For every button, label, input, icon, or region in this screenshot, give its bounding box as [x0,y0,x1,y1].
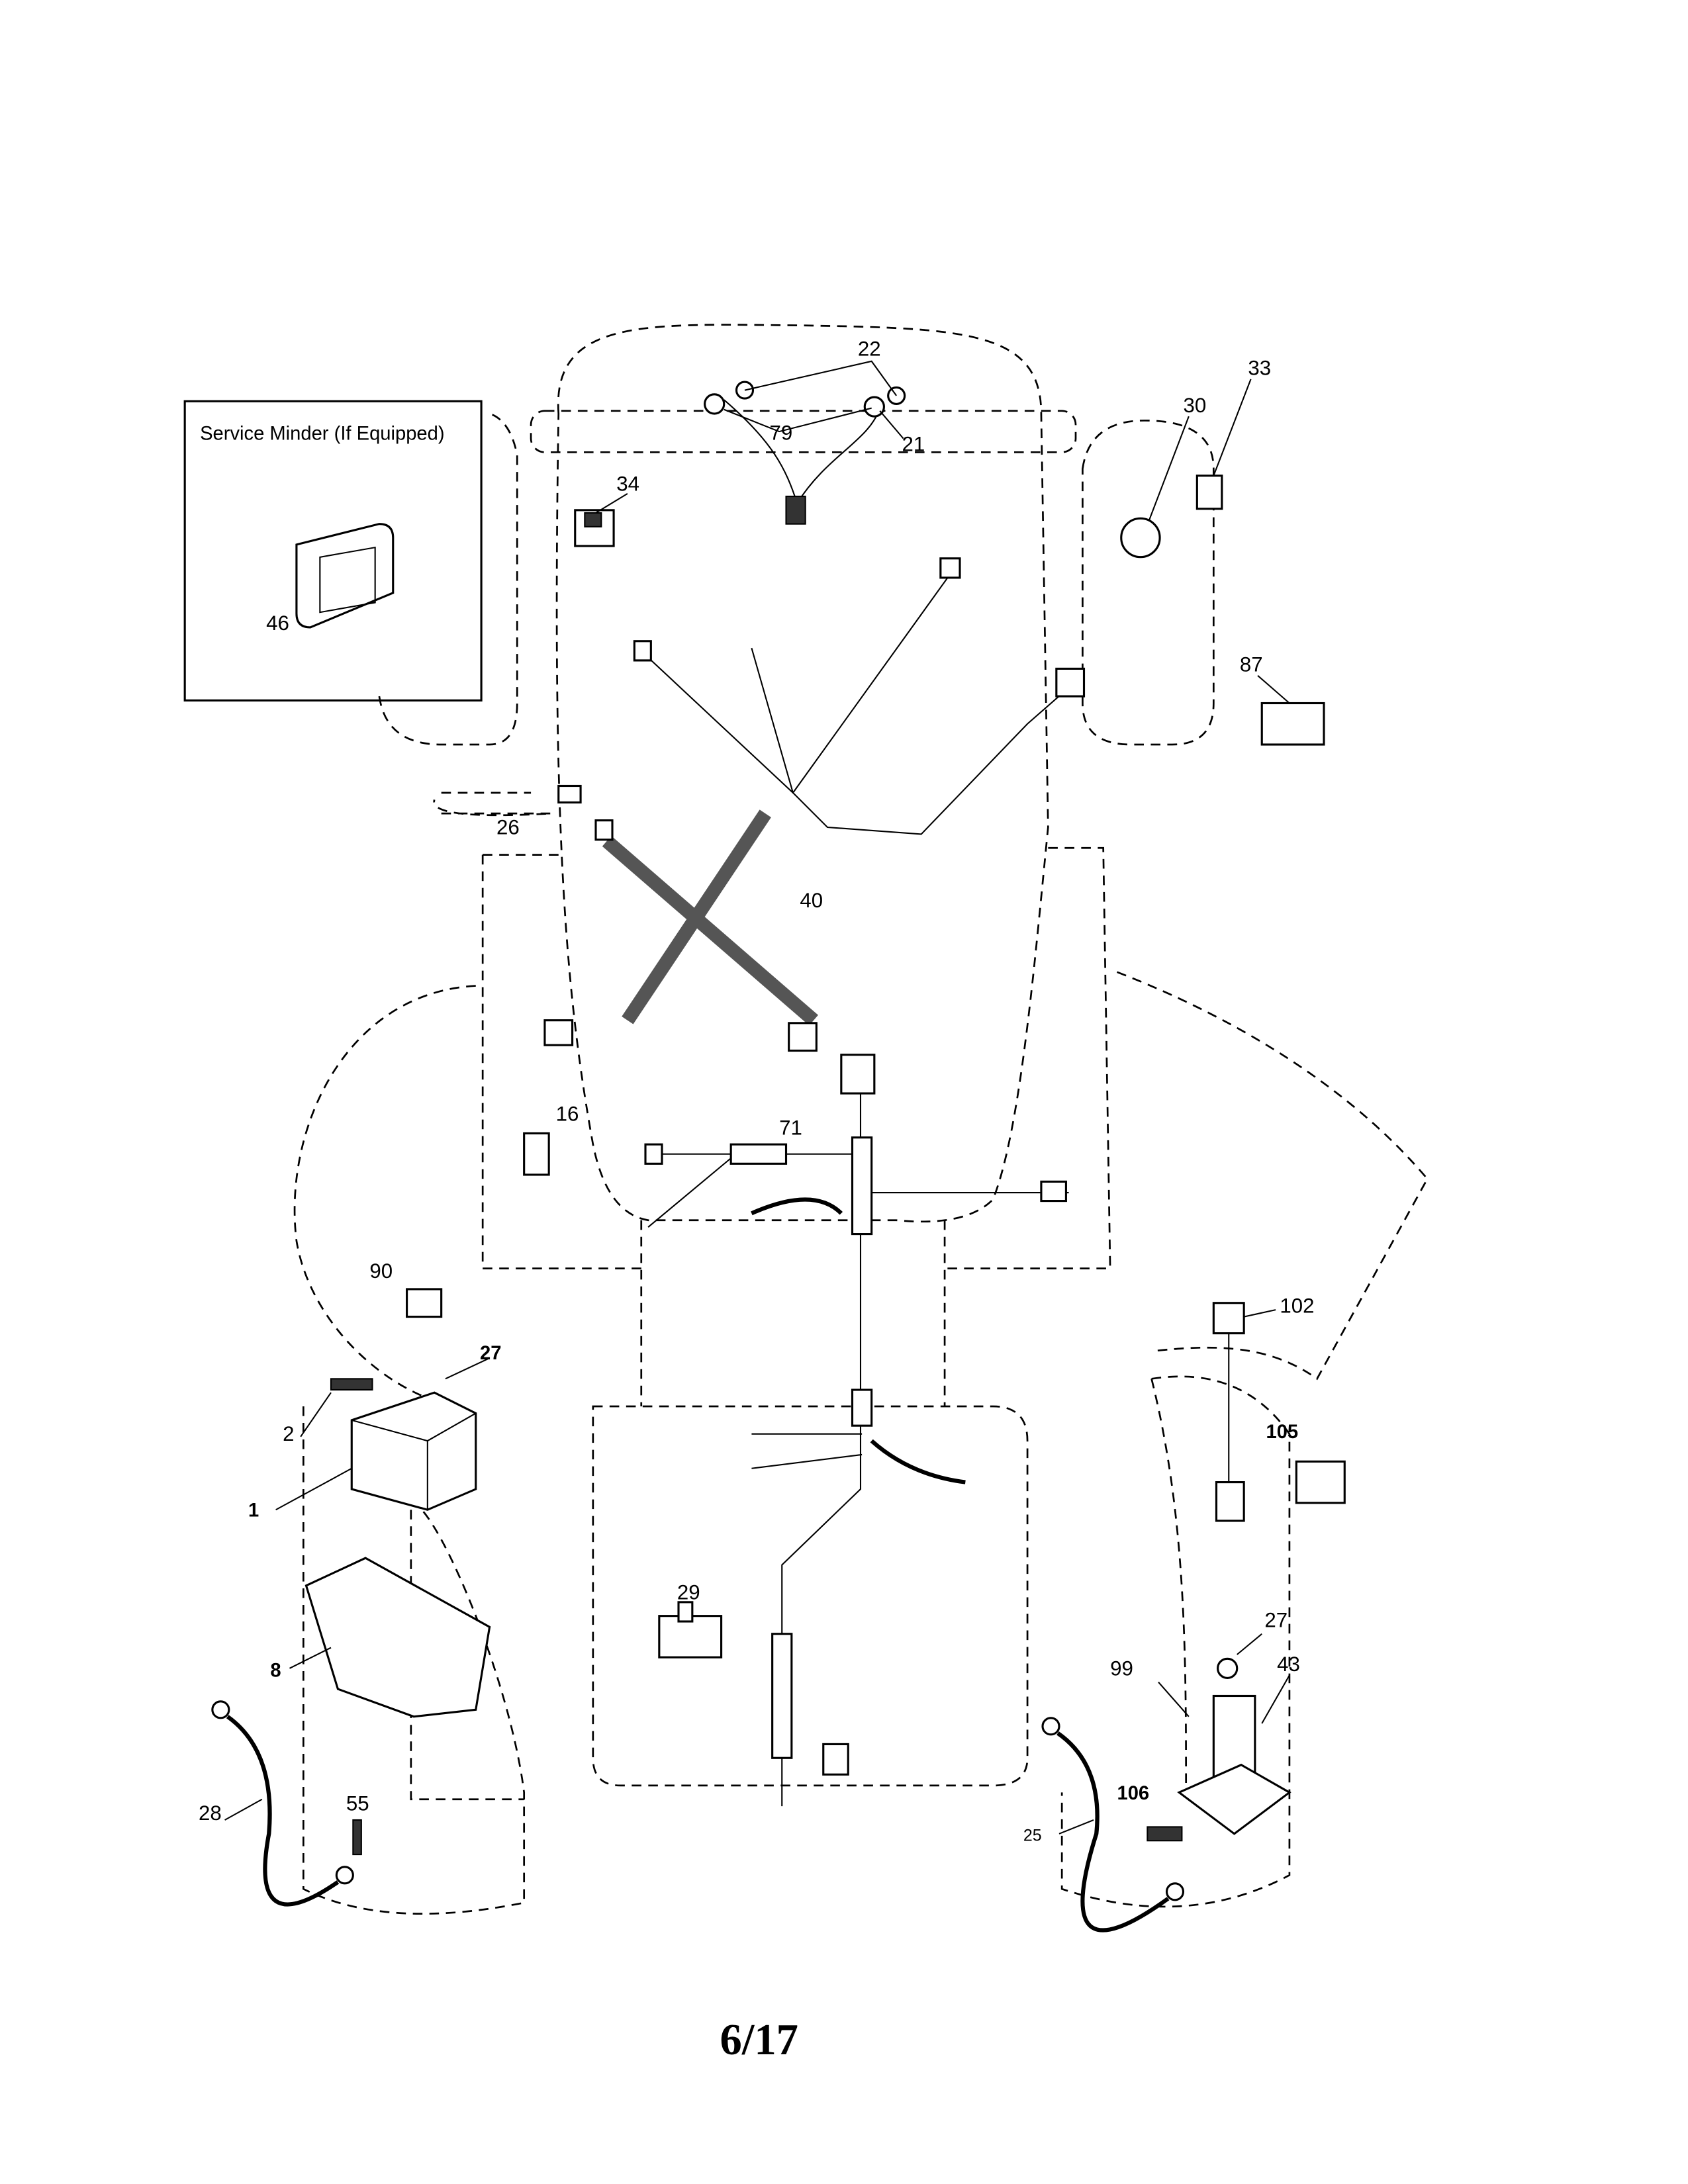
callout-79: 79 [770,422,793,445]
tractor-outline [293,324,1429,1915]
battery-tray-8 [289,1557,491,1718]
callout-29: 29 [677,1581,700,1604]
callout-43: 43 [1277,1653,1300,1676]
callout-55: 55 [346,1792,369,1815]
cable-28 [211,1700,362,1907]
callout-8: 8 [270,1660,281,1681]
seat-switch-29 [658,1601,723,1659]
callout-27-solenoid: 27 [1264,1608,1288,1631]
page-number: 6/17 [720,2016,799,2064]
callout-106: 106 [1117,1783,1150,1804]
switch-102 [1212,1302,1276,1522]
clip-106 [1147,1826,1183,1842]
callout-33: 33 [1248,357,1271,380]
headlight-harness [704,360,906,525]
switch-34 [574,492,628,547]
switch-90 [406,1288,443,1318]
callout-71: 71 [779,1116,802,1140]
callout-46: 46 [266,612,289,635]
harness-71 [644,1054,1069,1807]
callout-27-battery: 27 [480,1343,501,1364]
callout-99: 99 [1110,1657,1133,1680]
ignition-switch-30 [1120,416,1190,559]
inset-title: Service Minder (If Equipped) [200,424,444,445]
service-minder-inset [183,400,483,702]
callout-25: 25 [1023,1826,1042,1844]
solenoid-43 [1158,1633,1291,1835]
callout-102: 102 [1280,1294,1314,1317]
cable-25 [1041,1717,1185,1933]
callout-21: 21 [902,432,925,455]
switch-16 [523,1132,550,1176]
callout-16: 16 [556,1103,579,1126]
callout-40: 40 [800,889,823,912]
callout-30: 30 [1184,394,1207,417]
switch-105 [1295,1460,1346,1504]
relay-87 [1257,675,1325,746]
callout-90: 90 [369,1259,393,1283]
callout-28: 28 [199,1801,222,1825]
callout-87: 87 [1240,653,1263,676]
key-33 [1196,379,1252,510]
main-wire-harness [543,557,1086,1052]
callout-105: 105 [1266,1422,1299,1443]
service-minder-display [295,523,395,629]
battery-1 [275,1357,491,1511]
callout-2: 2 [283,1422,294,1445]
callout-26: 26 [496,815,520,839]
callout-1: 1 [248,1500,259,1522]
callout-22: 22 [858,338,881,361]
callout-34: 34 [616,473,639,496]
